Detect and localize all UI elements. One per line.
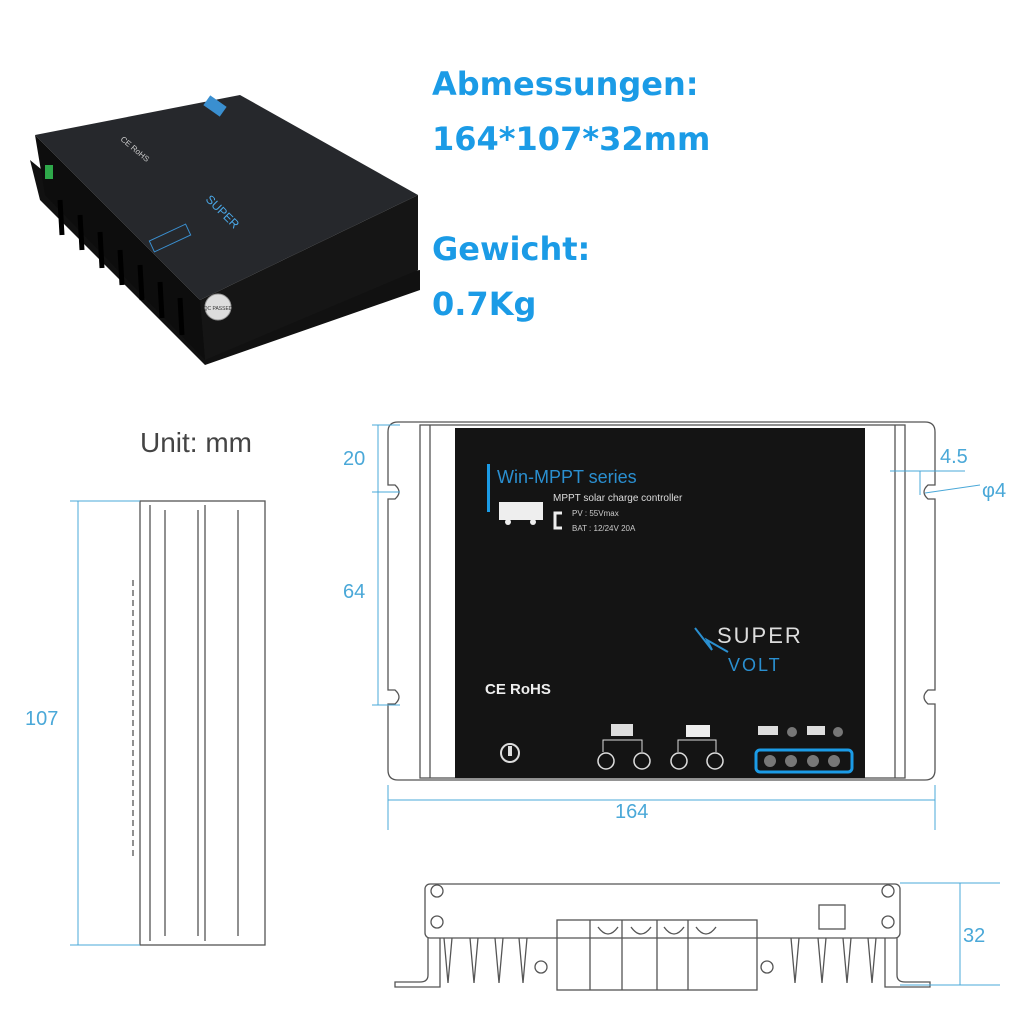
dim-164: 164 xyxy=(615,801,648,823)
cert-mark: CE RoHS xyxy=(485,681,551,698)
front-panel xyxy=(455,428,865,778)
end-view: 32 xyxy=(394,882,1000,991)
screw-icon xyxy=(430,884,895,974)
dim-hole-offset: 4.5 xyxy=(940,446,968,468)
dim-64: 64 xyxy=(343,581,365,603)
solar-panel-icon xyxy=(602,724,643,752)
dim-hole-diameter: φ4 xyxy=(982,480,1006,502)
weight-value: 0.7Kg xyxy=(432,285,536,323)
dim-20: 20 xyxy=(343,448,365,470)
weight-label: Gewicht: xyxy=(432,230,590,268)
dim-107: 107 xyxy=(25,708,58,730)
led-indicator-bar xyxy=(754,748,854,774)
bat-rating: BAT : 12/24V 20A xyxy=(572,524,636,533)
plus-terminal-icon xyxy=(597,752,615,770)
qc-badge: QC PASSED xyxy=(204,306,233,312)
minus-terminal-icon xyxy=(633,752,651,770)
brand-bolt-icon xyxy=(694,627,729,653)
pv-rating: PV : 55Vmax xyxy=(572,509,619,518)
dimensions-label: Abmessungen: xyxy=(432,65,699,103)
unit-label: Unit: mm xyxy=(140,427,252,458)
panel-subtitle: MPPT solar charge controller xyxy=(553,493,683,504)
battery-icon xyxy=(677,725,717,752)
product-photo: QC PASSED CE RoHS SUPER xyxy=(30,95,420,365)
rv-camper-icon xyxy=(499,502,543,525)
dim-32: 32 xyxy=(963,925,985,947)
terminal-block xyxy=(556,919,758,991)
minus-terminal-icon xyxy=(706,752,724,770)
dimensions-value: 164*107*32mm xyxy=(432,120,710,158)
temperature-sensor-icon xyxy=(500,743,520,763)
front-view: Win-MPPT series MPPT solar charge contro… xyxy=(343,421,1006,830)
brand-volt: VOLT xyxy=(728,655,782,675)
sensor-connector xyxy=(818,904,846,930)
side-view: 107 xyxy=(25,500,266,946)
brand-super: SUPER xyxy=(717,623,803,648)
series-title: Win-MPPT series xyxy=(497,467,637,487)
plus-terminal-icon xyxy=(670,752,688,770)
